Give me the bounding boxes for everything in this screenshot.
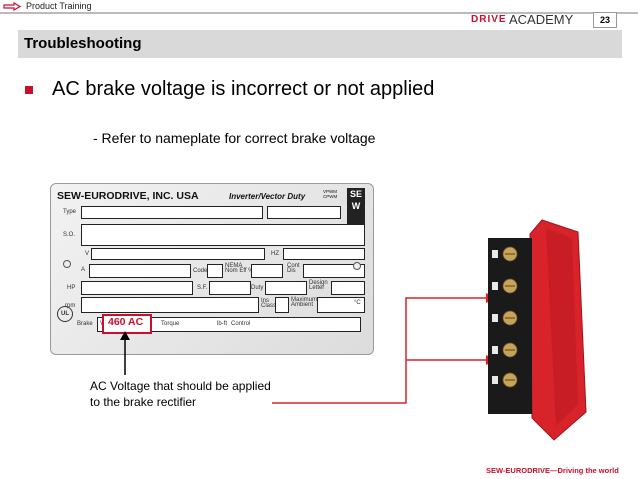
label-a: A — [81, 267, 86, 273]
label-hp: HP — [67, 285, 76, 291]
field-a — [89, 264, 191, 278]
title-bar — [18, 30, 622, 58]
field-rpm — [81, 297, 259, 313]
field-nema — [251, 264, 283, 278]
field-cont-dis — [303, 264, 365, 278]
field-type-2 — [267, 206, 341, 219]
ul-certification-icon: UL — [57, 306, 73, 322]
brake-voltage-value: 460 AC — [108, 316, 144, 328]
page-number: 23 — [593, 12, 617, 28]
field-v — [91, 248, 265, 260]
label-cont-dis: Cont Dis — [287, 263, 300, 274]
sew-logo-top: SE — [349, 189, 362, 199]
logo-academy: ACADEMY — [509, 12, 574, 27]
label-dis: Dis — [287, 268, 296, 274]
field-hp — [81, 281, 193, 295]
label-ins: Ins — [261, 298, 270, 304]
label-design-2: Letter — [309, 285, 325, 291]
label-brake: Brake — [77, 321, 93, 327]
label-class: Class — [261, 303, 277, 309]
annotation-note: AC Voltage that should be applied to the… — [90, 379, 271, 409]
label-nema-1: NEMA — [225, 263, 243, 269]
sew-logo: SE W — [347, 188, 365, 224]
label-ins-class: Ins Class — [261, 298, 277, 309]
brake-rectifier — [488, 219, 587, 441]
label-nema: NEMA Nom Eff % — [225, 263, 254, 274]
field-sf — [209, 281, 251, 295]
field-duty — [265, 281, 307, 295]
label-cont: Cont — [287, 263, 300, 269]
nameplate-vpwm: VPWM CPWM — [323, 189, 337, 199]
label-deg-c: °C — [354, 300, 361, 306]
label-ambient-1: Maximum — [291, 297, 318, 303]
label-lbft: lb-ft — [217, 321, 228, 327]
label-nema-2: Nom Eff % — [225, 268, 254, 274]
label-sf: S.F. — [197, 285, 208, 291]
label-type: Type — [63, 209, 77, 215]
sew-logo-bottom: W — [351, 201, 361, 211]
field-code — [207, 264, 223, 278]
bullet-text: AC brake voltage is incorrect or not app… — [52, 78, 435, 100]
nameplate-vpwm-label: VPWM — [323, 189, 337, 194]
label-v: V — [85, 251, 90, 257]
label-hz: HZ — [271, 251, 279, 257]
label-code: Code — [193, 268, 208, 274]
mounting-hole-icon — [353, 262, 361, 270]
connector-lines — [272, 293, 496, 404]
field-ins-class — [275, 297, 289, 313]
nameplate-brand: SEW-EURODRIVE, INC. USA — [57, 190, 199, 202]
bullet-square-icon — [25, 86, 33, 94]
header-divider — [0, 12, 638, 14]
label-so: S.O. — [63, 232, 76, 238]
field-ambient — [317, 297, 365, 313]
nameplate-model: Inverter/Vector Duty — [229, 192, 306, 201]
brake-voltage-highlight — [102, 314, 152, 334]
label-design: Design Letter — [309, 280, 328, 291]
arrow-up-icon — [120, 331, 130, 375]
field-so — [81, 224, 365, 246]
logo-drive: DRIVE — [471, 14, 507, 25]
sub-bullet-text: - Refer to nameplate for correct brake v… — [93, 130, 376, 146]
label-ambient: Maximum Ambient — [291, 297, 318, 308]
arrow-right-icon — [3, 2, 21, 11]
label-design-1: Design — [309, 280, 328, 286]
mounting-hole-icon — [63, 260, 71, 268]
label-ambient-2: Ambient — [291, 302, 314, 308]
section-label: Product Training — [26, 1, 92, 11]
field-brake — [97, 317, 361, 332]
page-title: Troubleshooting — [24, 35, 142, 52]
footer-tagline: SEW-EURODRIVE—Driving the world — [486, 466, 619, 475]
label-control: Control — [231, 321, 251, 327]
label-torque: Torque — [161, 321, 180, 327]
label-rpm: rpm — [65, 303, 76, 309]
field-hz — [283, 248, 365, 260]
field-design — [331, 281, 365, 295]
nameplate-cpwm-label: CPWM — [323, 194, 338, 199]
label-duty: Duty — [251, 285, 264, 291]
field-type — [81, 206, 263, 219]
